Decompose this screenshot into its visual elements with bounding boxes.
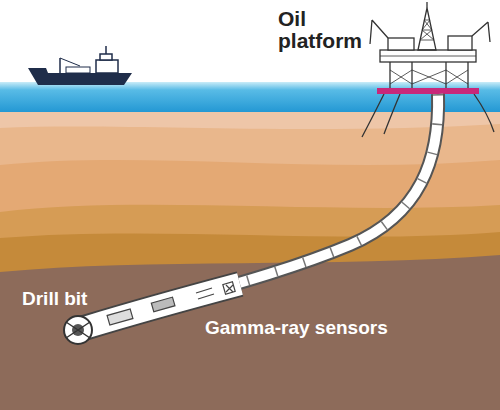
part-label: Oil platform — [278, 8, 378, 52]
sea — [0, 82, 500, 114]
mooring-lines — [362, 94, 494, 137]
oil-platform — [370, 2, 490, 94]
part-label: Drill bit — [22, 289, 87, 309]
part-label: Gamma-ray sensors — [205, 318, 388, 338]
drill-bit — [64, 316, 92, 344]
drill-pipe — [84, 94, 438, 328]
ship — [28, 46, 132, 85]
